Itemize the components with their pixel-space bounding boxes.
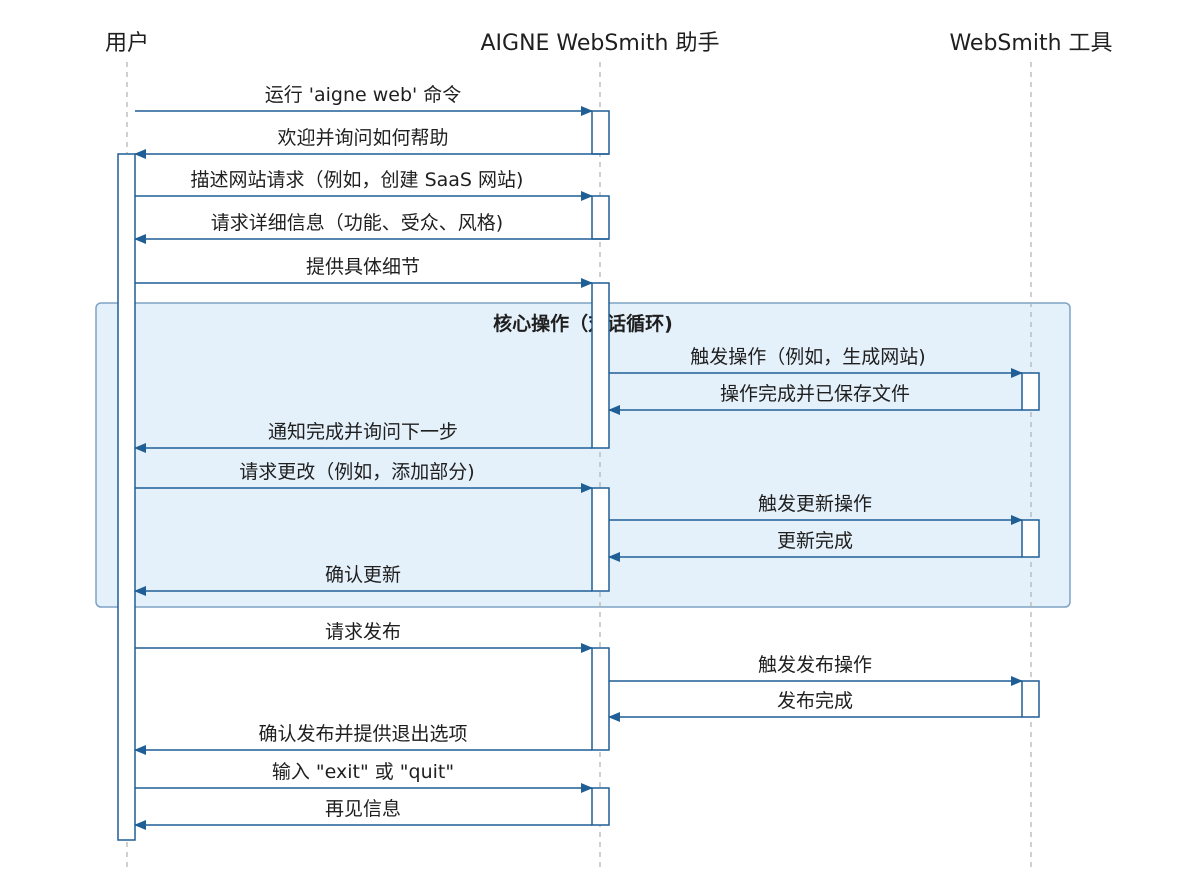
activation-user [117, 153, 136, 841]
message-label-6: 触发操作（例如，生成网站) [690, 346, 925, 368]
message-label-1: 运行 'aigne web' 命令 [265, 84, 462, 106]
participant-user: 用户 [105, 31, 149, 56]
activation-assistant [591, 282, 610, 449]
activation-tool [1021, 372, 1040, 411]
message-label-4: 请求详细信息（功能、受众、风格) [211, 212, 503, 234]
message-label-7: 操作完成并已保存文件 [720, 383, 910, 405]
message-label-12: 确认更新 [325, 564, 401, 586]
message-label-5: 提供具体细节 [306, 256, 420, 278]
message-label-9: 请求更改（例如，添加部分) [239, 461, 474, 483]
participant-assistant: AIGNE WebSmith 助手 [481, 31, 720, 56]
message-label-11: 更新完成 [777, 530, 853, 552]
message-label-13: 请求发布 [325, 621, 401, 643]
activation-assistant [591, 787, 610, 826]
message-label-2: 欢迎并询问如何帮助 [277, 127, 448, 149]
message-label-18: 再见信息 [325, 798, 401, 820]
core-loop-group [95, 302, 1071, 608]
activation-assistant [591, 110, 610, 155]
activation-tool [1021, 519, 1040, 558]
message-label-14: 触发发布操作 [758, 654, 872, 676]
activation-assistant [591, 487, 610, 592]
core-loop-group-title: 核心操作（对话循环) [493, 312, 673, 335]
activation-assistant [591, 647, 610, 751]
message-label-17: 输入 "exit" 或 "quit" [272, 761, 454, 783]
message-label-8: 通知完成并询问下一步 [268, 421, 458, 443]
message-label-10: 触发更新操作 [758, 493, 872, 515]
message-label-3: 描述网站请求（例如，创建 SaaS 网站) [191, 169, 524, 191]
message-label-16: 确认发布并提供退出选项 [258, 723, 467, 745]
activation-assistant [591, 195, 610, 240]
message-label-15: 发布完成 [777, 690, 853, 712]
activation-tool [1021, 680, 1040, 718]
participant-tool: WebSmith 工具 [949, 31, 1112, 56]
